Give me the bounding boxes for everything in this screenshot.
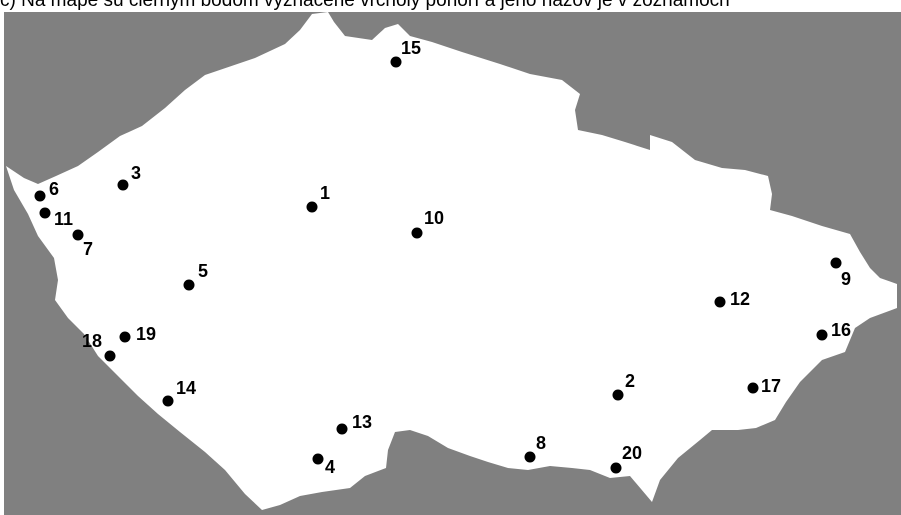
peak-label-16: 16: [831, 320, 851, 340]
peak-marker-11: [39, 207, 51, 219]
peak-marker-17: [747, 382, 759, 394]
peak-label-20: 20: [622, 443, 642, 463]
peak-marker-13: [336, 423, 348, 435]
peak-marker-18: [104, 350, 116, 362]
peak-marker-3: [117, 179, 129, 191]
peak-label-14: 14: [176, 378, 196, 398]
peak-marker-16: [816, 329, 828, 341]
country-outline: [6, 12, 897, 510]
peak-label-1: 1: [320, 183, 330, 203]
peak-marker-15: [390, 56, 402, 68]
peak-marker-14: [162, 395, 174, 407]
peak-label-11: 11: [54, 209, 73, 229]
peak-marker-4: [312, 453, 324, 465]
peak-label-12: 12: [730, 289, 750, 309]
peak-label-10: 10: [424, 208, 444, 228]
peak-marker-1: [306, 201, 318, 213]
peak-label-2: 2: [625, 371, 635, 391]
peak-marker-20: [610, 462, 622, 474]
peak-marker-2: [612, 389, 624, 401]
peak-label-9: 9: [841, 269, 851, 289]
peak-label-6: 6: [49, 179, 59, 199]
peak-label-13: 13: [352, 412, 372, 432]
peak-label-3: 3: [131, 163, 141, 183]
peak-marker-6: [34, 190, 46, 202]
peak-marker-5: [183, 279, 195, 291]
map-caption: c) Na mape sú čiernym bodom vyznačené vr…: [0, 0, 730, 11]
peak-marker-9: [830, 257, 842, 269]
peak-marker-10: [411, 227, 423, 239]
peak-label-4: 4: [325, 457, 335, 477]
peak-marker-12: [714, 296, 726, 308]
peak-label-19: 19: [136, 324, 156, 344]
peak-marker-8: [524, 451, 536, 463]
peak-marker-7: [72, 229, 84, 241]
peak-label-17: 17: [761, 376, 781, 396]
peak-label-7: 7: [83, 239, 93, 259]
peak-label-5: 5: [198, 261, 208, 281]
peak-label-15: 15: [401, 38, 421, 58]
peak-label-18: 18: [82, 331, 102, 351]
peak-marker-19: [119, 331, 131, 343]
peak-label-8: 8: [536, 433, 546, 453]
